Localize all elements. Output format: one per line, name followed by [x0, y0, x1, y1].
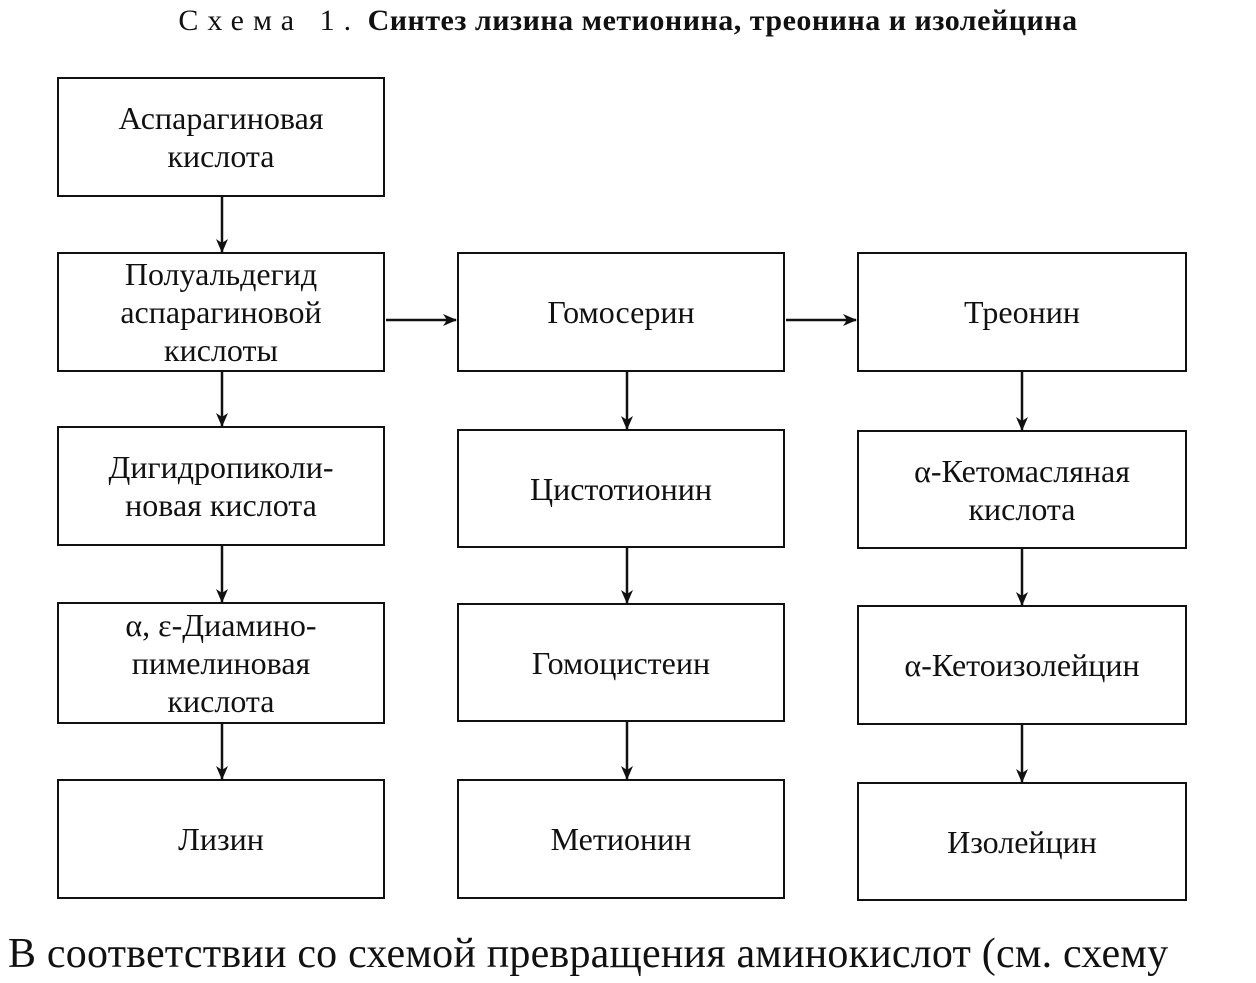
box-isoleucine-label: Изолейцин: [947, 823, 1097, 860]
scheme-label: Схема 1.: [178, 4, 361, 37]
box-diaminopimelic-acid: α, ε-Диамино- пимелиновая кислота: [57, 602, 385, 724]
box-aspartic-semialdehyde-label: Полуальдегид аспарагиновой кислоты: [120, 256, 322, 368]
box-ketoisoleucine-label: α-Кетоизолейцин: [904, 647, 1140, 683]
box-homoserine: Гомосерин: [457, 252, 785, 372]
box-homocysteine-label: Гомоцистеин: [531, 644, 711, 681]
box-homoserine-label: Гомосерин: [547, 294, 695, 330]
box-methionine: Метионин: [457, 779, 785, 899]
box-cystathionine: Цистотионин: [457, 429, 785, 548]
scheme-name: Синтез лизина метионина, треонина и изол…: [367, 4, 1078, 37]
box-ketobutyric-acid: α-Кетомасляная кислота: [857, 430, 1187, 549]
box-diaminopimelic-acid-label: α, ε-Диамино- пимелиновая кислота: [125, 607, 317, 719]
box-isoleucine: Изолейцин: [857, 782, 1187, 901]
box-methionine-label: Метионин: [550, 821, 692, 857]
footer-text: В соответствии со схемой превращения ами…: [8, 931, 1169, 977]
box-aspartic-semialdehyde: Полуальдегид аспарагиновой кислоты: [57, 252, 385, 372]
box-dihydropicolinic-acid-label: Дигидропиколи- новая кислота: [108, 449, 334, 523]
diagram-title: Схема 1. Синтез лизина метионина, треони…: [0, 4, 1256, 38]
box-aspartic-acid-label: Аспарагиновая кислота: [118, 100, 324, 174]
box-aspartic-acid: Аспарагиновая кислота: [57, 77, 385, 197]
box-cystathionine-label: Цистотионин: [529, 470, 713, 507]
box-ketobutyric-acid-label: α-Кетомасляная кислота: [914, 452, 1130, 527]
box-homocysteine: Гомоцистеин: [457, 603, 785, 722]
box-lysine-label: Лизин: [178, 821, 264, 857]
box-threonine: Треонин: [857, 252, 1187, 372]
box-dihydropicolinic-acid: Дигидропиколи- новая кислота: [57, 426, 385, 546]
box-lysine: Лизин: [57, 779, 385, 899]
box-ketoisoleucine: α-Кетоизолейцин: [857, 605, 1187, 725]
box-threonine-label: Треонин: [964, 294, 1080, 330]
